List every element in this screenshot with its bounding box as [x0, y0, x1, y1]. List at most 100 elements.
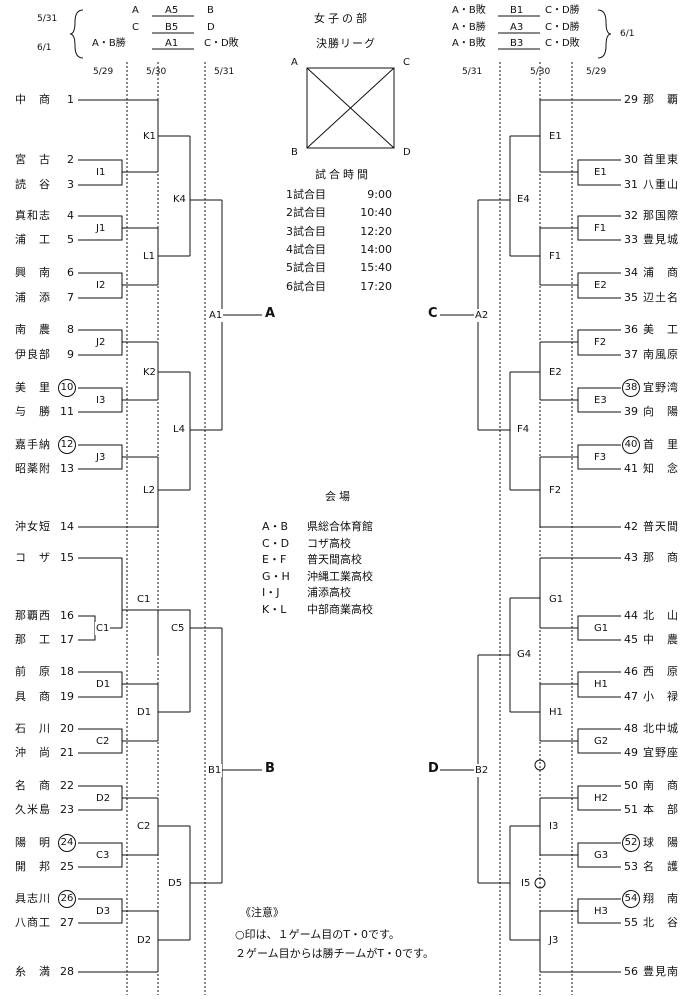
left-team-num-28: 28: [60, 965, 74, 978]
left-team-num-18: 18: [60, 665, 74, 678]
tl-row3-left: A・B勝: [92, 38, 126, 49]
right-team-num-40: 40: [622, 436, 640, 454]
match-code-left-a1: A1: [208, 309, 224, 322]
match-code-left-j2: J2: [95, 336, 107, 349]
schedule-game-6: 6試合目: [286, 279, 326, 293]
left-team-num-24: 24: [58, 834, 76, 852]
left-team-name-7: 浦 添: [15, 291, 51, 304]
right-team-num-32: 32: [624, 209, 638, 222]
right-team-name-35: 辺土名: [643, 291, 679, 304]
schedule-time-1: 9:00: [367, 188, 392, 201]
tr-row1-right: C・D勝: [545, 5, 580, 16]
match-code-left-d2b: D2: [136, 934, 153, 947]
left-team-name-15: コ ザ: [15, 551, 51, 564]
right-team-num-48: 48: [624, 722, 638, 735]
left-team-name-26: 具志川: [15, 892, 51, 905]
left-team-name-11: 与 勝: [15, 405, 51, 418]
left-team-name-9: 伊良部: [15, 348, 51, 361]
col-date-l2: 5/30: [146, 67, 167, 77]
right-team-num-31: 31: [624, 178, 638, 191]
col-date-r3: 5/29: [586, 67, 607, 77]
schedule-game-3: 3試合目: [286, 224, 326, 238]
schedule-game-5: 5試合目: [286, 261, 326, 275]
venue-key-4: G・H: [262, 569, 290, 583]
left-team-num-1: 1: [67, 93, 74, 106]
right-team-name-44: 北 山: [643, 609, 679, 622]
right-team-name-32: 那国際: [643, 209, 679, 222]
venue-key-2: C・D: [262, 536, 290, 550]
tr-row2-code: A3: [510, 22, 524, 33]
right-team-name-34: 浦 商: [643, 266, 679, 279]
left-team-num-15: 15: [60, 551, 74, 564]
note-line-1: ○印は、１ゲーム目のT・0です。: [235, 928, 400, 941]
right-team-num-56: 56: [624, 965, 638, 978]
tr-row1-code: B1: [510, 5, 524, 16]
match-code-left-k1: K1: [142, 130, 157, 143]
final-label-c: C: [428, 306, 438, 321]
right-team-name-43: 那 商: [643, 551, 679, 564]
left-team-name-1: 中 商: [15, 93, 51, 106]
left-team-num-17: 17: [60, 633, 74, 646]
match-code-left-d1a: D1: [95, 678, 112, 691]
left-team-num-20: 20: [60, 722, 74, 735]
right-team-num-44: 44: [624, 609, 638, 622]
right-team-num-41: 41: [624, 462, 638, 475]
corner-d: D: [403, 147, 411, 158]
schedule-time-2: 10:40: [360, 206, 392, 220]
tiebreak-circle: 12: [58, 436, 76, 454]
match-code-left-l1: L1: [142, 250, 156, 263]
right-team-name-50: 南 商: [643, 779, 679, 792]
right-team-name-40: 首 里: [643, 438, 679, 451]
venue-name-4: 沖縄工業高校: [307, 569, 373, 583]
match-code-left-c1a: C1: [136, 593, 152, 606]
right-team-num-45: 45: [624, 633, 638, 646]
tl-row1-left: A: [132, 5, 139, 16]
right-team-num-42: 42: [624, 520, 638, 533]
match-code-right-g1b: G1: [593, 622, 610, 635]
schedule-title: 試合時間: [315, 168, 371, 181]
match-code-left-d1b: D1: [136, 706, 153, 719]
left-team-name-4: 真和志: [15, 209, 51, 222]
left-team-name-19: 具 商: [15, 690, 51, 703]
left-team-num-25: 25: [60, 860, 74, 873]
match-code-left-j1: J1: [95, 222, 107, 235]
match-code-left-d3: D3: [95, 905, 112, 918]
match-code-right-f3: F3: [593, 451, 608, 464]
schedule-time-5: 15:40: [360, 261, 392, 275]
corner-c: C: [403, 57, 410, 68]
right-team-num-53: 53: [624, 860, 638, 873]
left-team-name-21: 沖 尚: [15, 746, 51, 759]
right-team-name-52: 球 陽: [643, 836, 679, 849]
match-code-right-g1a: G1: [548, 593, 565, 606]
left-team-num-26: 26: [58, 890, 76, 908]
right-team-name-31: 八重山: [643, 178, 679, 191]
tiebreak-circle: 38: [622, 379, 640, 397]
left-team-num-23: 23: [60, 803, 74, 816]
tiebreak-circle: 10: [58, 379, 76, 397]
left-team-name-23: 久米島: [15, 803, 51, 816]
match-code-left-c2b: C2: [136, 820, 152, 833]
left-team-name-6: 興 南: [15, 266, 51, 279]
left-team-name-3: 読 谷: [15, 178, 51, 191]
final-label-d: D: [428, 761, 439, 776]
left-team-name-10: 美 里: [15, 381, 51, 394]
right-team-name-56: 豊見南: [643, 965, 679, 978]
left-team-num-13: 13: [60, 462, 74, 475]
venue-name-1: 県総合体育館: [307, 520, 373, 533]
schedule-game-4: 4試合目: [286, 242, 326, 256]
corner-a: A: [291, 57, 298, 68]
right-team-name-37: 南風原: [643, 348, 679, 361]
match-code-right-e4: E4: [516, 193, 531, 206]
match-code-right-i3: I3: [548, 820, 560, 833]
match-code-left-c1b: C1: [95, 622, 111, 635]
right-team-name-55: 北 谷: [643, 916, 679, 929]
right-team-name-36: 美 工: [643, 323, 679, 336]
match-code-right-h1a: H1: [593, 678, 609, 691]
schedule-time-6: 17:20: [360, 279, 392, 293]
left-team-num-22: 22: [60, 779, 74, 792]
top-left-date-2: 6/1: [37, 43, 52, 53]
right-team-num-36: 36: [624, 323, 638, 336]
tl-row2-right: D: [207, 22, 215, 33]
division-title: 女子の部: [314, 12, 370, 25]
match-code-right-f1b: F1: [548, 250, 563, 263]
